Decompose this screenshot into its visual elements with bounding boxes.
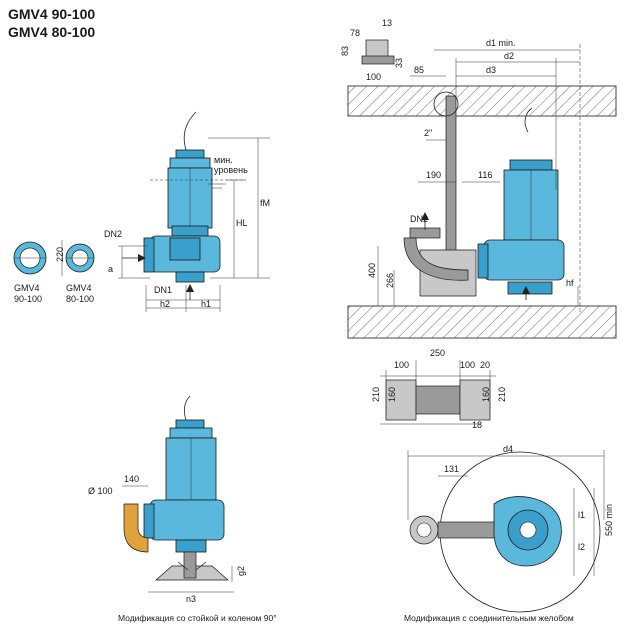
- dim-d3: d3: [486, 65, 496, 75]
- dim-210-left: 210: [371, 387, 381, 402]
- dim-d1-min: d1 min.: [486, 38, 516, 48]
- dim-210-right: 210: [497, 387, 507, 402]
- dim-78: 78: [350, 28, 360, 38]
- a-label: a: [108, 264, 113, 274]
- dn2-install-label: DN2: [410, 214, 428, 224]
- dim-hf: hf: [566, 278, 574, 288]
- dim-g2: g2: [236, 566, 246, 576]
- caption-trough: Модификация с соединительным желобом: [404, 613, 574, 623]
- coupling-top-view: [380, 360, 496, 425]
- flange1-label-2: 90-100: [14, 294, 42, 304]
- dim-20: 20: [480, 360, 490, 370]
- dim-100-a: 100: [394, 360, 409, 370]
- dim-l2: l2: [578, 542, 585, 552]
- dim-d4: d4: [503, 444, 513, 454]
- flange-80-100: [61, 240, 95, 276]
- installation-section: [347, 39, 617, 339]
- flange-90-100: [13, 241, 47, 275]
- dn1-label: DN1: [154, 285, 172, 295]
- h1-label: h1: [201, 299, 211, 309]
- flange2-label-2: 80-100: [66, 294, 94, 304]
- dim-d2: d2: [504, 51, 514, 61]
- dim-131: 131: [444, 464, 459, 474]
- dim-pipe-2inch: 2": [424, 128, 432, 138]
- flange2-label-1: GMV4: [66, 283, 92, 293]
- dim-13: 13: [382, 18, 392, 28]
- dim-250: 250: [430, 348, 445, 358]
- h2-label: h2: [160, 299, 170, 309]
- dim-l1: l1: [578, 510, 585, 520]
- dim-83: 83: [340, 46, 350, 56]
- flange1-label-1: GMV4: [14, 283, 40, 293]
- dim-266: 266: [385, 273, 395, 288]
- dim-400: 400: [367, 263, 377, 278]
- dim-85: 85: [414, 65, 424, 75]
- dim-18: 18: [472, 420, 482, 430]
- dim-160-left: 160: [387, 387, 397, 402]
- dim-116: 116: [478, 170, 492, 180]
- trough-top-view: [407, 450, 605, 613]
- dim-33: 33: [394, 58, 404, 68]
- dim-550-min: 550 min: [604, 504, 614, 536]
- dn2-label: DN2: [104, 229, 122, 239]
- pump-side-view-top: [118, 111, 270, 312]
- min-level-label-1: мин.: [214, 155, 233, 165]
- dim-100-b: 100: [460, 360, 475, 370]
- dim-160-right: 160: [481, 387, 491, 402]
- model-title-2: GMV4 80-100: [8, 24, 96, 40]
- model-title-1: GMV4 90-100: [8, 6, 96, 22]
- dim-140: 140: [124, 474, 139, 484]
- dim-n3: n3: [186, 594, 196, 604]
- dim-dia100: Ø 100: [88, 486, 113, 496]
- dim-100-top: 100: [366, 72, 381, 82]
- fm-label: fM: [260, 198, 270, 208]
- hl-label: HL: [236, 218, 248, 228]
- caption-stand-elbow: Модификация со стойкой и коленом 90°: [118, 613, 277, 623]
- pump-stand-elbow: [122, 395, 234, 593]
- min-level-label-2: уровень: [214, 165, 248, 175]
- dim-190: 190: [426, 170, 441, 180]
- flange-220-label: 220: [55, 247, 65, 262]
